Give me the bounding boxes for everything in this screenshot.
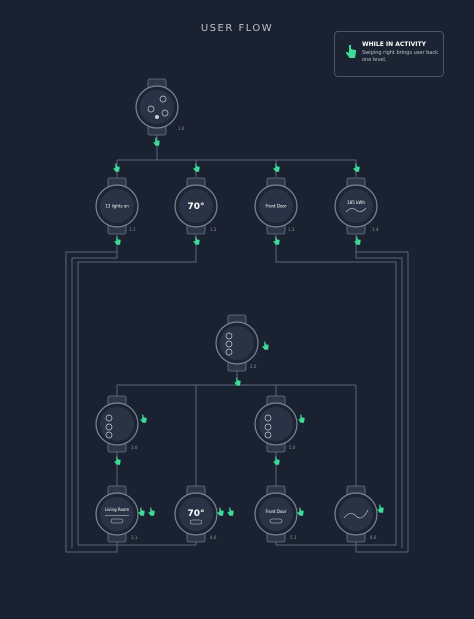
watch-node-1-1[interactable]: 13 lights on 1.1 [95, 177, 139, 235]
swipe-hand-icon [193, 236, 200, 245]
watch-node-1-3[interactable]: Front Door 1.3 [254, 177, 298, 235]
legend-description: Swiping right brings user back one level… [362, 50, 439, 63]
watch-node-5-1[interactable]: Front Door 5.1 [254, 485, 298, 543]
node-label: 3.1 [131, 535, 138, 540]
legend-box: WHILE IN ACTIVITY Swiping right brings u… [334, 31, 444, 77]
node-label: 1.4 [372, 227, 379, 232]
watch-face-text: 13 lights on [105, 204, 129, 209]
swipe-hand-icon [273, 456, 280, 465]
swipe-hand-icon [114, 456, 121, 465]
node-label: 3.0 [131, 445, 138, 450]
swipe-hand-icon [297, 507, 304, 516]
watch-face-text: Front Door [265, 509, 286, 514]
node-label: 1.3 [288, 227, 295, 232]
watch-node-5-0[interactable]: 5.0 [254, 395, 298, 453]
swipe-hand-icon [353, 163, 360, 172]
watch-face-text: Front Door [265, 204, 286, 209]
swipe-hand-icon [227, 507, 234, 516]
swipe-hand-icon [140, 414, 147, 423]
watch-face-text: 70° [187, 509, 204, 519]
legend-title: WHILE IN ACTIVITY [362, 41, 426, 48]
swipe-hand-icon [138, 507, 145, 516]
node-label: 5.0 [289, 445, 296, 450]
node-label: 5.1 [290, 535, 297, 540]
swipe-hand-icon [262, 341, 269, 350]
node-label: 1.0 [178, 126, 185, 131]
node-label: 4.0 [210, 535, 217, 540]
watch-node-3-0[interactable]: 3.0 [95, 395, 139, 453]
swipe-hand-icon [114, 236, 121, 245]
watch-node-3-1[interactable]: Living Room 3.1 [95, 485, 139, 543]
node-label: 1.2 [210, 227, 217, 232]
watch-node-6-0[interactable]: 6.0 [334, 485, 378, 543]
swipe-hand-icon [193, 163, 200, 172]
node-label: 1.1 [129, 227, 136, 232]
swipe-hand-icon [354, 236, 361, 245]
swipe-hand-icon [346, 45, 356, 58]
watch-face-text: 70° [187, 202, 204, 212]
swipe-hand-icon [153, 137, 160, 146]
watch-node-1-4[interactable]: 185 kWh 1.4 [334, 177, 379, 235]
watch-node-1-2[interactable]: 70° 1.2 [174, 177, 218, 235]
swipe-hand-icon [273, 163, 280, 172]
watch-node-1-0[interactable]: 1.0 [135, 78, 185, 136]
swipe-hand-icon [377, 504, 384, 513]
watch-face-text: 185 kWh [347, 200, 365, 205]
swipe-hand-icon [148, 507, 155, 516]
swipe-hand-icon [217, 507, 224, 516]
swipe-hand-icon [273, 236, 280, 245]
swipe-hand-icon [113, 163, 120, 172]
page-title: USER FLOW [200, 23, 274, 34]
swipe-hand-icon [298, 414, 305, 423]
watch-node-2-0[interactable]: 2.0 [215, 314, 259, 372]
watch-face-text: Living Room [105, 507, 130, 512]
connector-lines [65, 135, 409, 553]
watch-node-4-0[interactable]: 70° 4.0 [174, 485, 218, 543]
node-label: 2.0 [250, 364, 257, 369]
node-label: 6.0 [370, 535, 377, 540]
